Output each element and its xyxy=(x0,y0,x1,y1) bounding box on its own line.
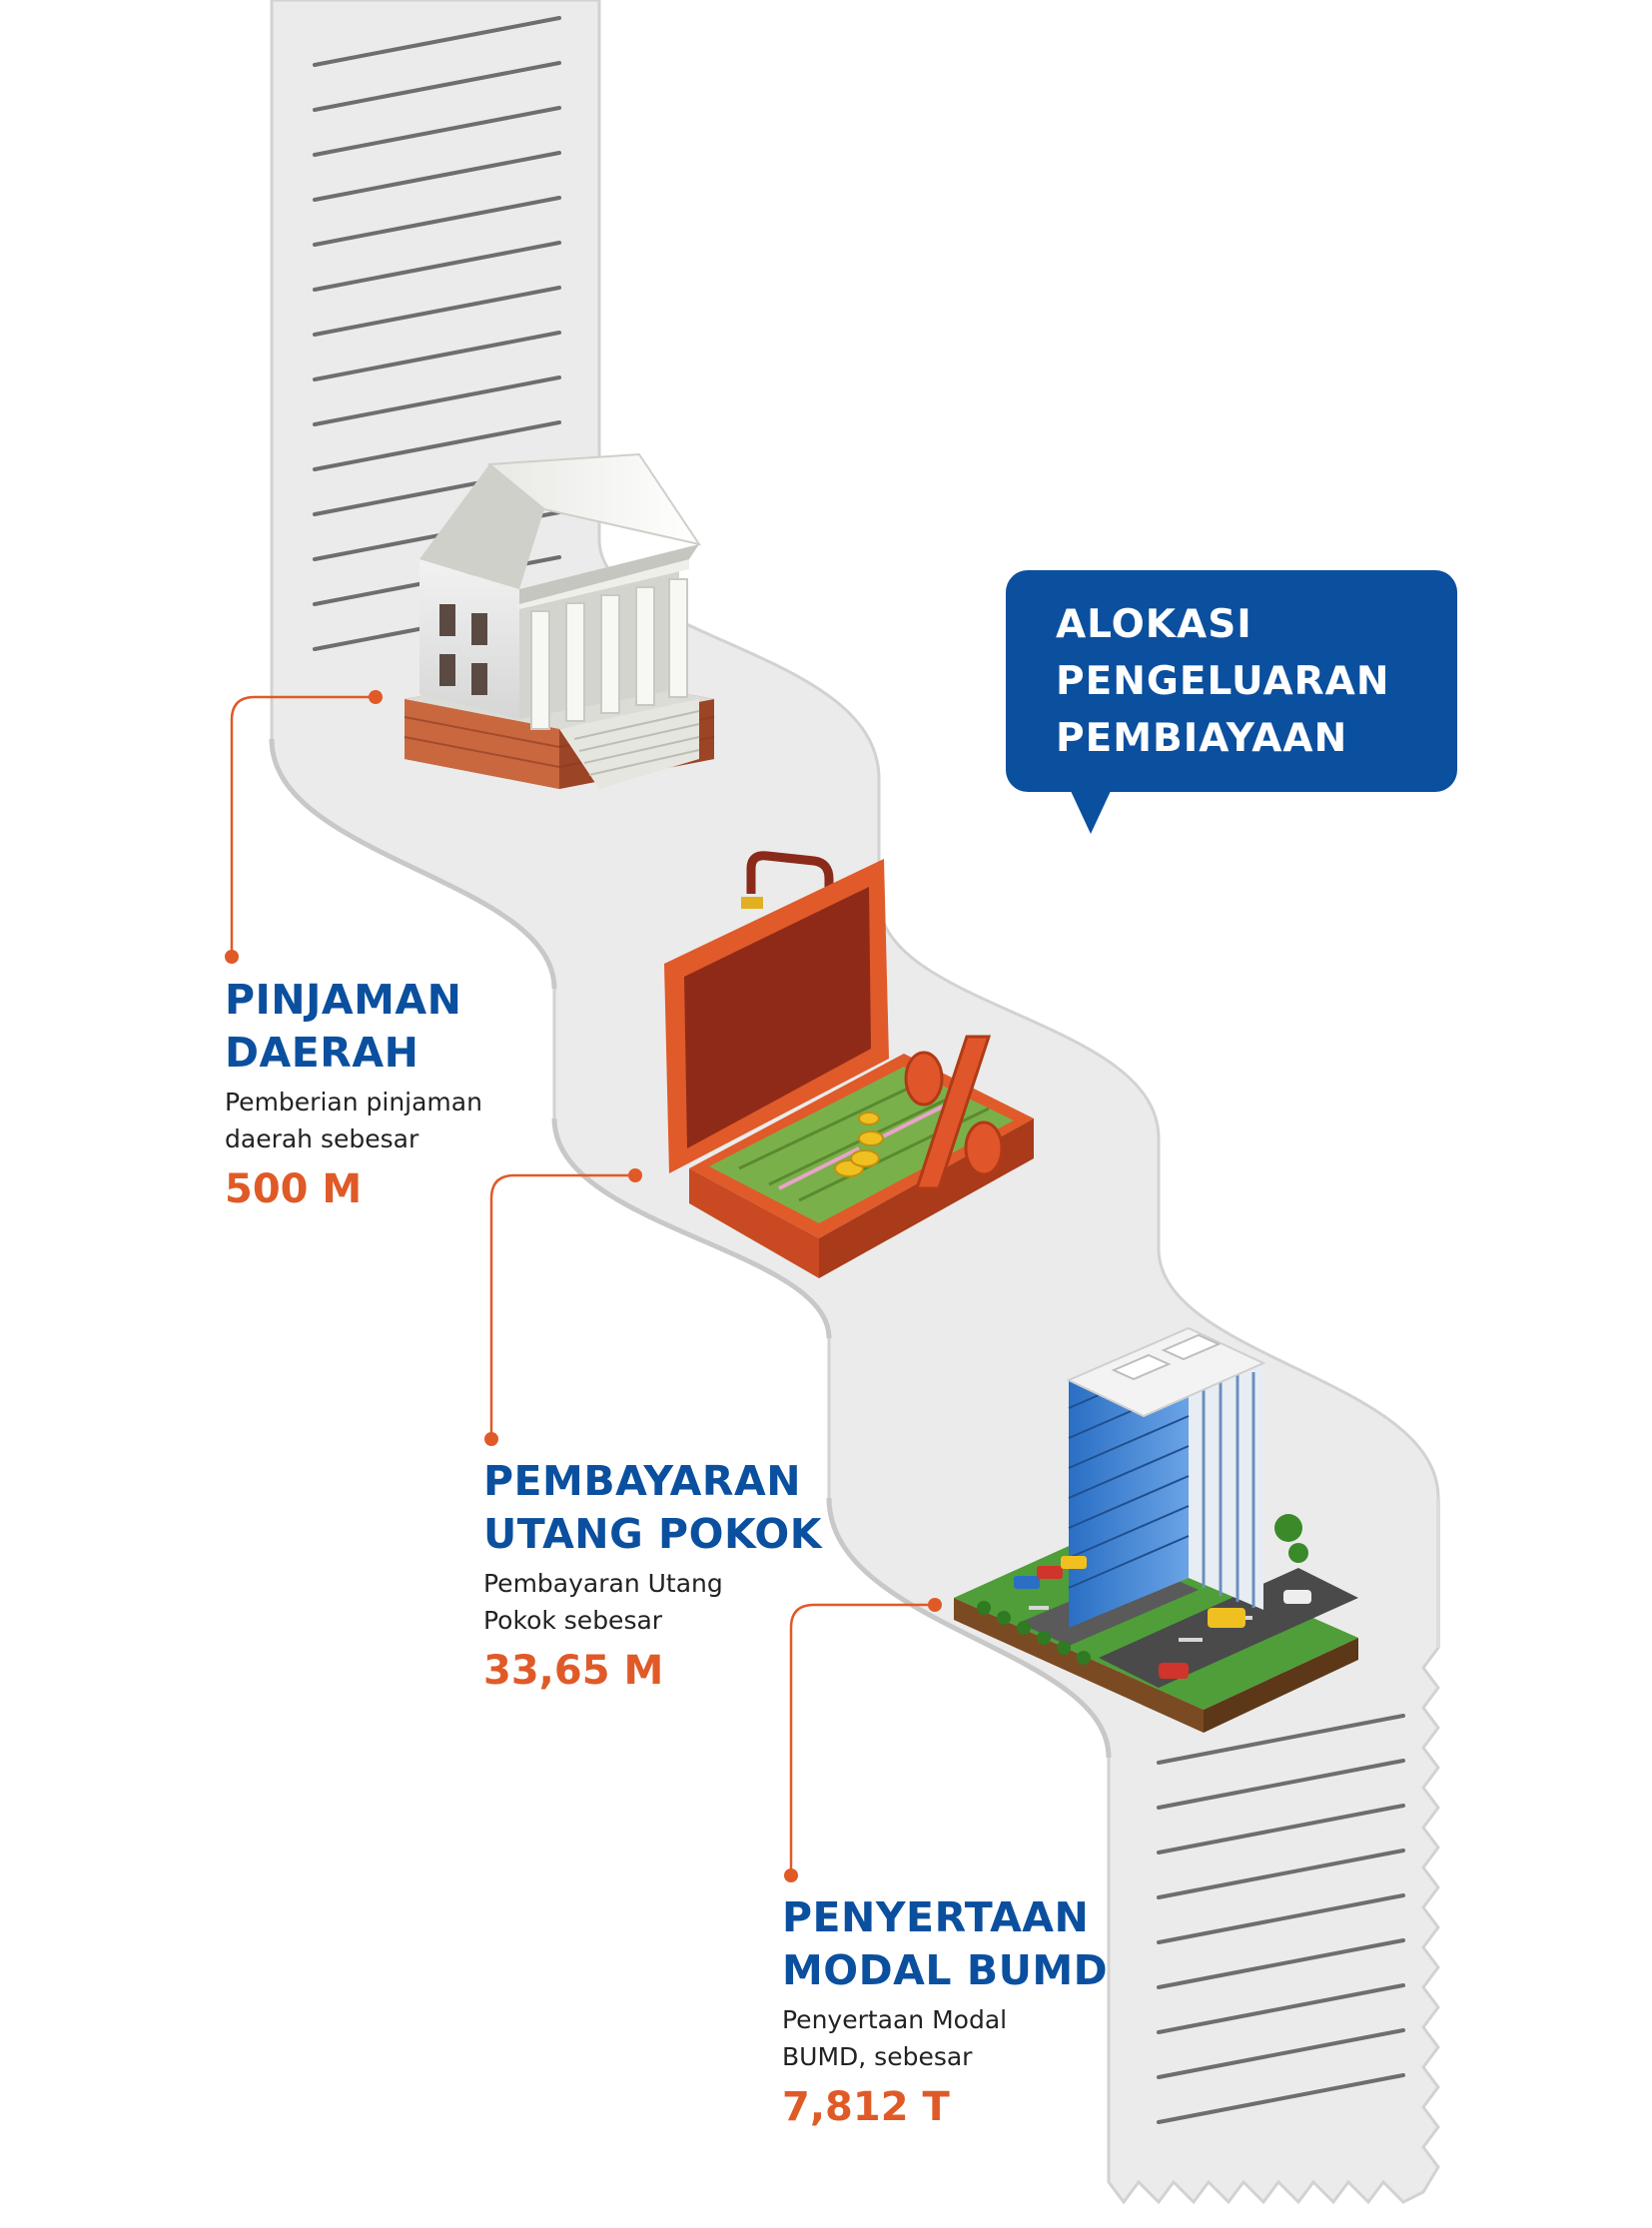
leader-dot xyxy=(369,690,383,704)
item-description: Penyertaan Modal BUMD, sebesar xyxy=(782,2001,1108,2075)
item-description-line: Pokok sebesar xyxy=(483,1606,663,1635)
leader-lines xyxy=(230,695,935,1872)
item-title: PEMBAYARAN xyxy=(483,1457,802,1505)
callout-tail xyxy=(1071,791,1111,834)
leader-dots xyxy=(225,690,942,1882)
callout-title-line: PENGELUARAN xyxy=(1056,659,1390,704)
item-pembayaran-utang-pokok: PEMBAYARAN UTANG POKOK Pembayaran Utang … xyxy=(483,1455,822,1697)
leader-dot xyxy=(784,1868,798,1882)
office-tower-icon xyxy=(954,1326,1358,1733)
item-pinjaman-daerah: PINJAMAN DAERAH Pemberian pinjaman daera… xyxy=(225,974,482,1215)
leader-dot xyxy=(225,950,239,964)
item-description-line: daerah sebesar xyxy=(225,1124,419,1153)
callout-bubble: ALOKASI PENGELUARAN PEMBIAYAAN xyxy=(1006,570,1457,792)
item-description-line: BUMD, sebesar xyxy=(782,2042,973,2071)
item-description: Pemberian pinjaman daerah sebesar xyxy=(225,1084,482,1157)
item-title: DAERAH xyxy=(225,1029,419,1077)
item-title: PINJAMAN xyxy=(225,976,462,1024)
item-description-line: Penyertaan Modal xyxy=(782,2005,1008,2034)
leader-dot xyxy=(628,1168,642,1182)
bank-building-icon xyxy=(404,452,715,789)
callout-title-line: ALOKASI xyxy=(1056,602,1252,647)
item-value: 7,812 T xyxy=(782,2084,950,2130)
item-value: 33,65 M xyxy=(483,1648,664,1694)
money-briefcase-icon xyxy=(664,851,1034,1278)
item-title: UTANG POKOK xyxy=(483,1510,823,1558)
leader-dot xyxy=(928,1598,942,1612)
item-description-line: Pemberian pinjaman xyxy=(225,1088,482,1116)
item-description: Pembayaran Utang Pokok sebesar xyxy=(483,1565,822,1639)
item-description-line: Pembayaran Utang xyxy=(483,1569,723,1598)
item-value: 500 M xyxy=(225,1166,363,1212)
item-title: PENYERTAAN xyxy=(782,1893,1090,1941)
leader-dot xyxy=(484,1432,498,1446)
callout-title-line: PEMBIAYAAN xyxy=(1056,716,1348,761)
item-penyertaan-modal-bumd: PENYERTAAN MODAL BUMD Penyertaan Modal B… xyxy=(782,1891,1108,2133)
item-title: MODAL BUMD xyxy=(782,1946,1109,1994)
